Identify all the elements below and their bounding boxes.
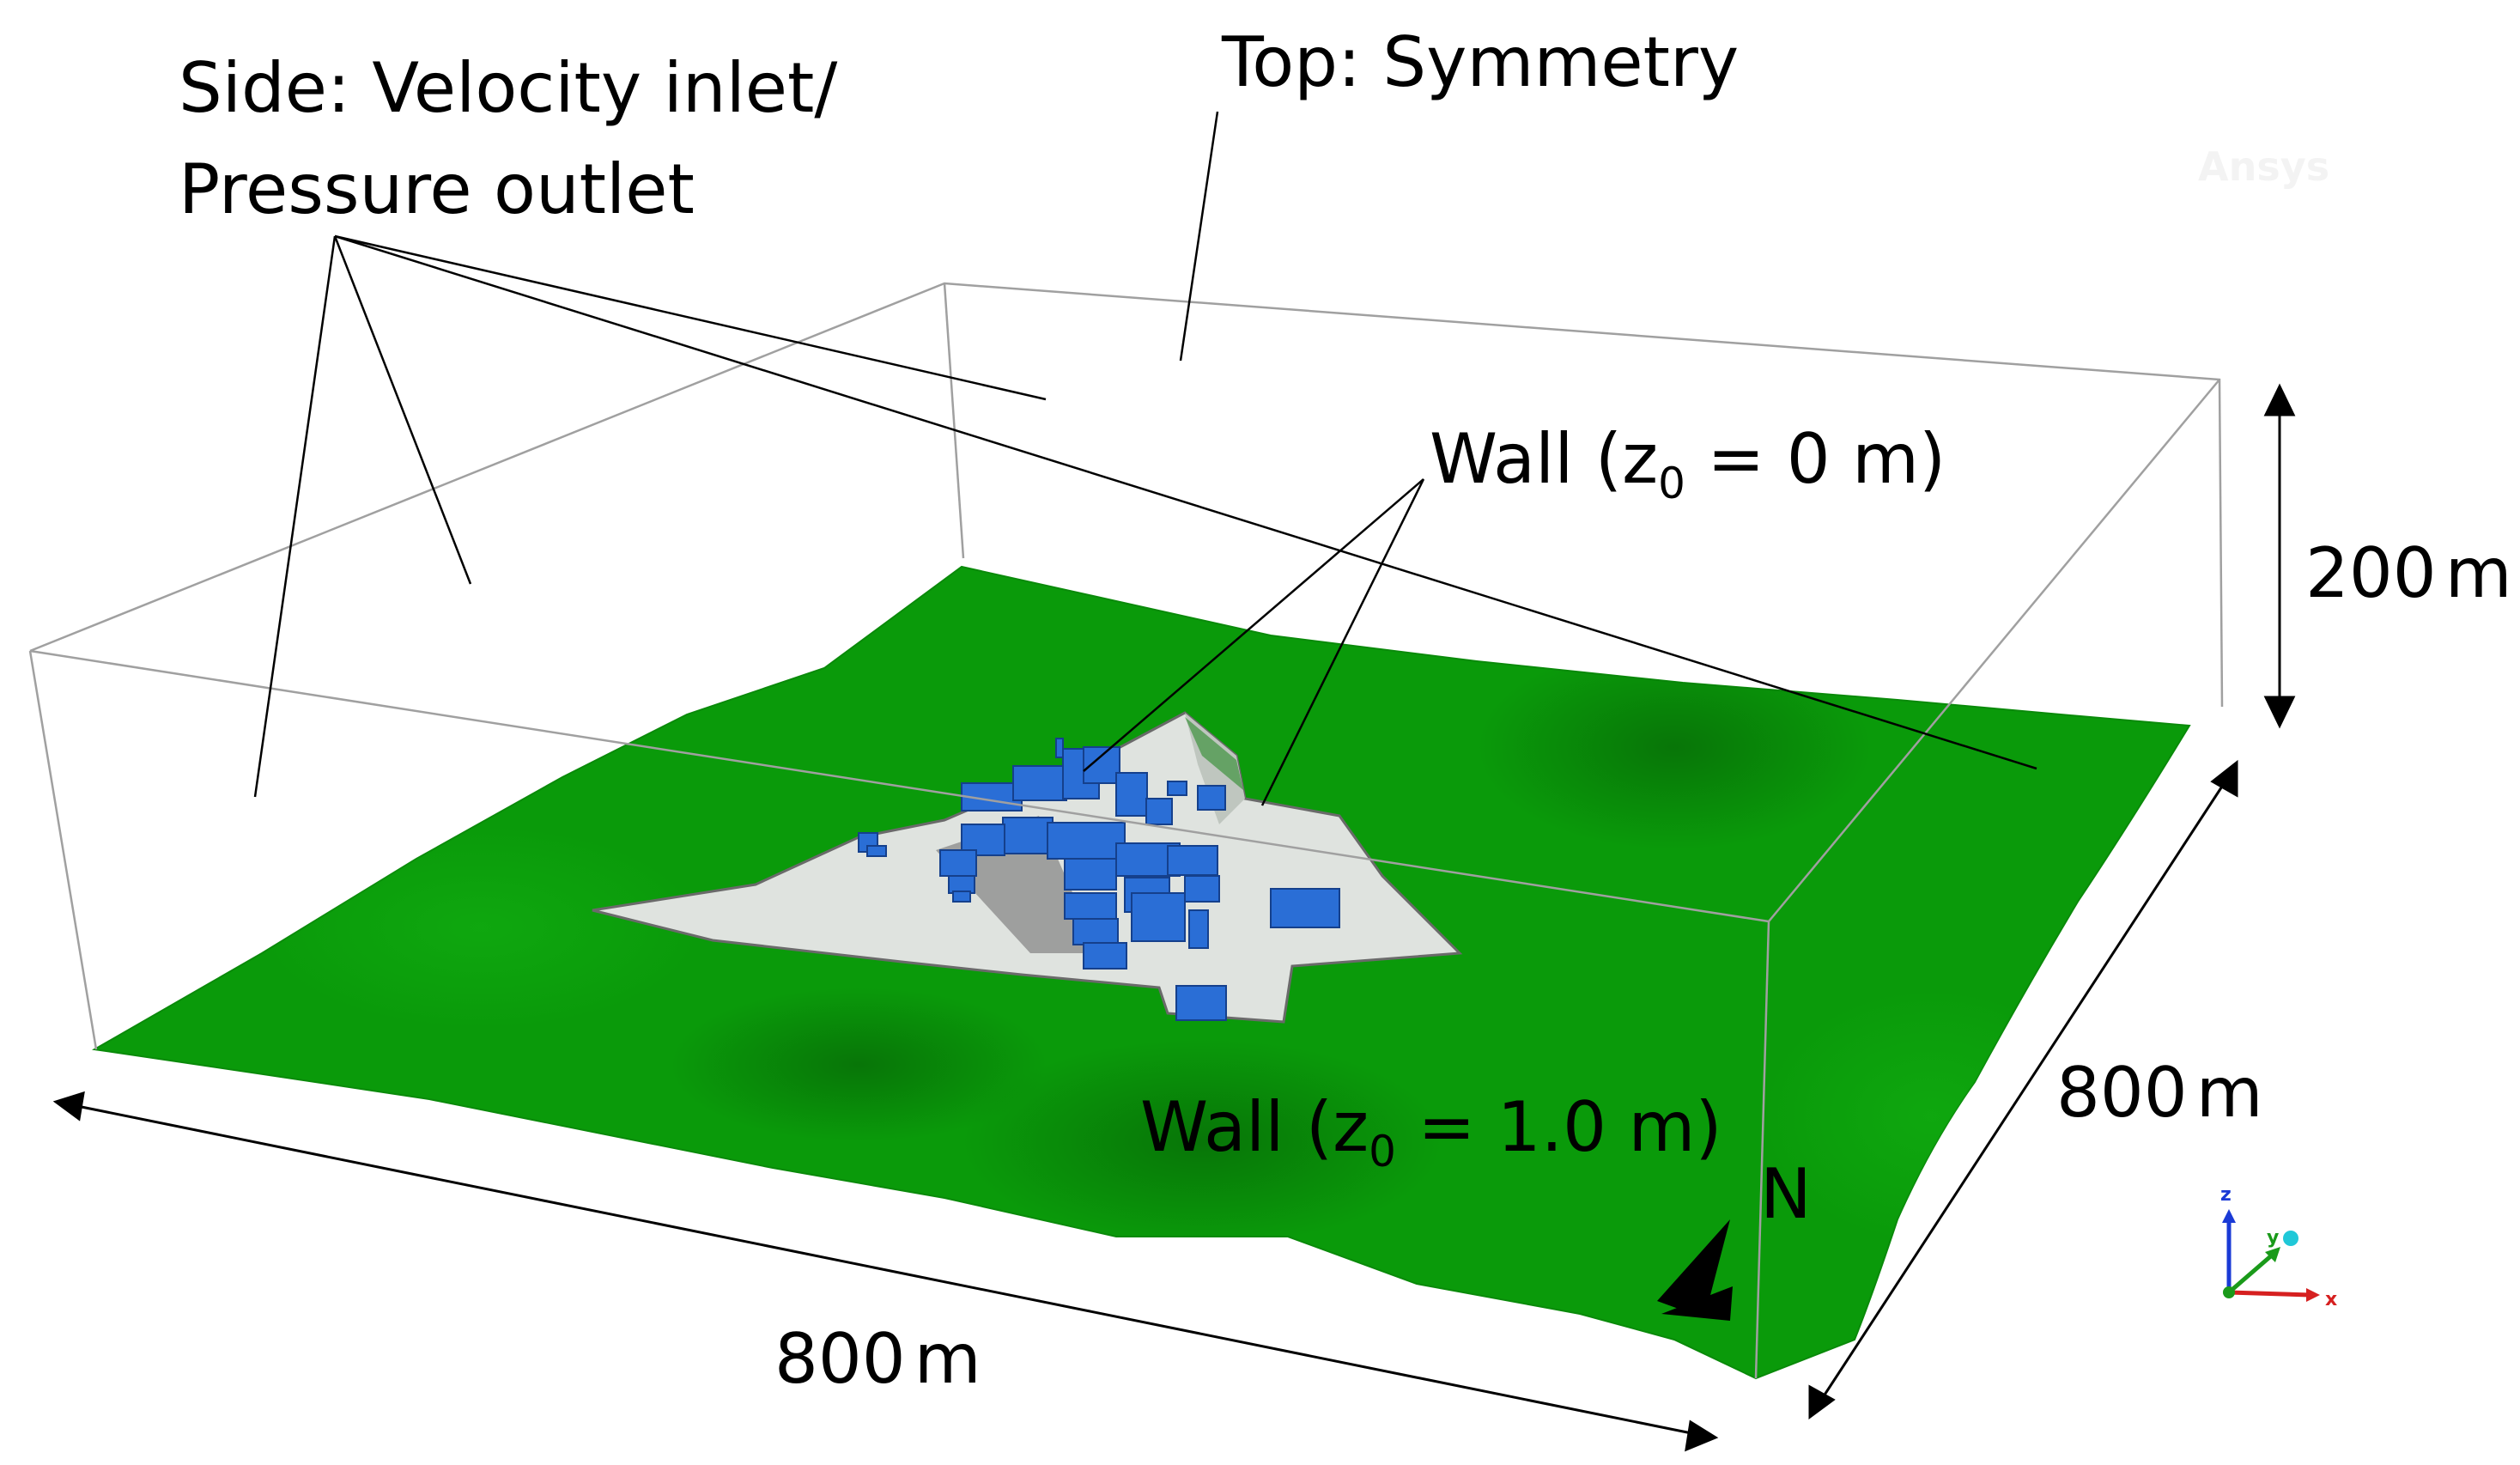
leader-lines: [253, 111, 2037, 806]
north-label: N: [1760, 1154, 1812, 1234]
ansys-watermark: Ansys: [2198, 143, 2329, 190]
domain-box: [28, 282, 2224, 1379]
triad-view-marker: [2283, 1231, 2298, 1246]
triad-z-label: z: [2220, 1184, 2232, 1206]
wall-label-buildings: Wall (z0 = 0 m): [1430, 419, 1946, 508]
side-boundary-label-line1: Side: Velocity inlet/: [179, 48, 837, 128]
wall-label-terrain: Wall (z0 = 1.0 m): [1140, 1087, 1722, 1176]
side-boundary-label-line2: Pressure outlet: [179, 149, 695, 229]
triad-x-label: x: [2325, 1289, 2337, 1310]
dimension-arrows: [52, 383, 2296, 1452]
coordinate-triad: z x y: [2220, 1184, 2337, 1310]
triad-y-axis: [2227, 1252, 2275, 1294]
triad-origin: [2223, 1286, 2235, 1298]
triad-y-label: y: [2267, 1227, 2279, 1249]
top-boundary-label: Top: Symmetry: [1221, 22, 1739, 102]
buildings: [858, 738, 1340, 1021]
triad-x-axis: [2228, 1290, 2311, 1298]
north-arrow: N: [1657, 1154, 1812, 1321]
